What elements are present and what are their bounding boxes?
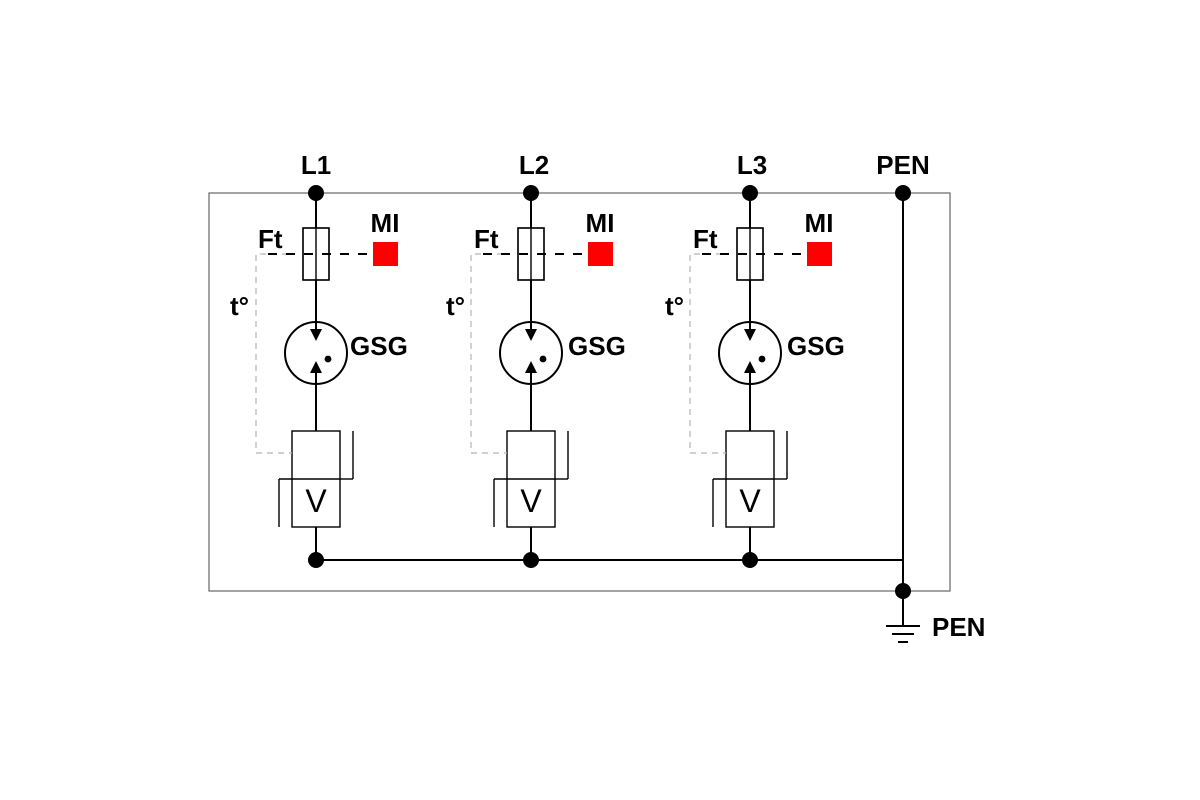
node-l3-bottom — [742, 552, 758, 568]
indicator-label-l3: MI — [805, 208, 834, 238]
node-l2-bottom — [523, 552, 539, 568]
fuse-label-l1: Ft — [258, 224, 283, 254]
thermal-label-l2: t° — [446, 291, 465, 321]
gsg-label-l2: GSG — [568, 331, 626, 361]
varistor-label-l3: V — [739, 483, 761, 519]
indicator-label-l2: MI — [586, 208, 615, 238]
terminal-label-l1: L1 — [301, 150, 331, 180]
node-l2-top — [523, 185, 539, 201]
node-l3-top — [742, 185, 758, 201]
ground-icon — [886, 591, 920, 643]
fuse-label-l3: Ft — [693, 224, 718, 254]
varistor-label-l2: V — [520, 483, 542, 519]
gsg-label-l3: GSG — [787, 331, 845, 361]
thermal-label-l3: t° — [665, 291, 684, 321]
housing-frame — [208, 192, 951, 592]
terminal-label-l2: L2 — [519, 150, 549, 180]
terminal-label-l3: L3 — [737, 150, 767, 180]
node-pen-top — [895, 185, 911, 201]
gsg-label-l1: GSG — [350, 331, 408, 361]
thermal-label-l1: t° — [230, 291, 249, 321]
terminal-label-pen-top: PEN — [876, 150, 929, 180]
indicator-label-l1: MI — [371, 208, 400, 238]
fuse-label-l2: Ft — [474, 224, 499, 254]
indicator-l1 — [373, 242, 398, 266]
node-l1-bottom — [308, 552, 324, 568]
indicator-l3 — [807, 242, 832, 266]
varistor-label-l1: V — [305, 483, 327, 519]
indicator-l2 — [588, 242, 613, 266]
node-l1-top — [308, 185, 324, 201]
terminal-label-pen-ground: PEN — [932, 612, 985, 642]
